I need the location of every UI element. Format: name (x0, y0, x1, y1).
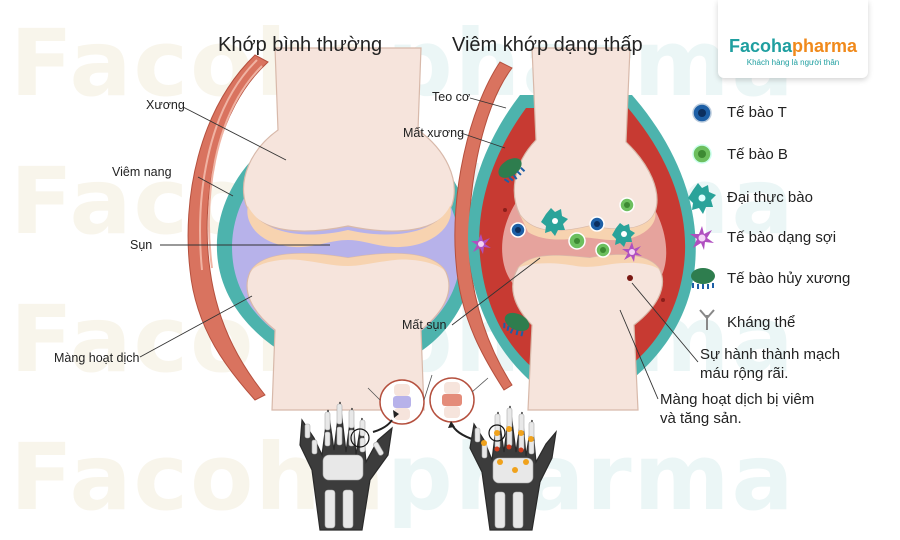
osteoclast-cell (498, 158, 526, 184)
fibroblast-icon (690, 226, 714, 250)
ra-muscle (454, 61, 513, 391)
legend-macrophage: Đại thực bào (727, 189, 813, 206)
legend-t-cell: Tế bào T (727, 104, 787, 121)
fibroblast-cell (622, 242, 642, 262)
note-synovium-line1: Màng hoạt dịch bị viêm (660, 391, 815, 408)
osteoclast-icon (691, 268, 715, 289)
antibody-icon (699, 309, 715, 330)
zoom-inset-normal (367, 374, 433, 425)
label-cartilage-loss: Mất sụn (402, 318, 447, 332)
normal-upper-bone (242, 47, 455, 232)
label-bone-loss: Mất xương (403, 126, 465, 140)
ra-cells (471, 158, 642, 337)
label-synovium: Màng hoạt dịch (54, 351, 140, 365)
label-bone: Xương (146, 98, 185, 112)
normal-joint (187, 47, 474, 411)
watermark-row: Facohapharma (10, 424, 796, 531)
ra-joint (454, 47, 696, 411)
b-cell (568, 232, 586, 250)
macrophage-cell (541, 208, 568, 236)
b-cell (595, 242, 611, 258)
t-cell-icon (692, 103, 712, 123)
zoom-inset-ra (429, 377, 489, 423)
legend-antibody: Kháng thể (727, 314, 796, 331)
note-inflamed-synovium: Màng hoạt dịch bị viêm và tăng sản. (660, 390, 814, 428)
brand-logo: Facohapharma Khách hàng là người thân (718, 0, 868, 78)
brand-name: Facohapharma (728, 36, 858, 56)
label-capsule: Viêm nang (112, 165, 172, 179)
label-cartilage: Sụn (130, 238, 153, 252)
macrophage-cell (612, 223, 635, 247)
xray-hand-normal (299, 401, 393, 531)
brand-slogan: Khách hàng là người thân (746, 58, 840, 67)
legend-b-cell: Tế bào B (727, 146, 788, 163)
note-angiogenesis-line1: Sự hành thành mạch (700, 346, 841, 363)
osteoclast-cell (503, 312, 530, 337)
b-cell-icon (692, 144, 712, 164)
note-angiogenesis-line2: máu rộng rãi. (700, 365, 789, 382)
xray-hand-ra (469, 405, 557, 531)
title-ra-joint: Viêm khớp dạng thấp (452, 34, 643, 56)
b-cell (619, 197, 635, 213)
t-cell (510, 222, 526, 238)
legend-icons (688, 103, 716, 330)
leader-lines (139, 97, 699, 400)
title-normal-joint: Khớp bình thường (218, 34, 383, 56)
normal-muscle (187, 54, 269, 401)
macrophage-icon (688, 183, 716, 214)
legend-fibroblast: Tế bào dạng sợi (727, 229, 837, 246)
note-synovium-line2: và tăng sản. (660, 410, 742, 427)
label-muscle-wasting: Teo cơ (432, 90, 471, 104)
t-cell (589, 216, 605, 232)
legend-osteoclast: Tế bào hủy xương (727, 270, 851, 287)
fibroblast-cell (471, 234, 491, 254)
note-angiogenesis: Sự hành thành mạch máu rộng rãi. (700, 345, 840, 383)
